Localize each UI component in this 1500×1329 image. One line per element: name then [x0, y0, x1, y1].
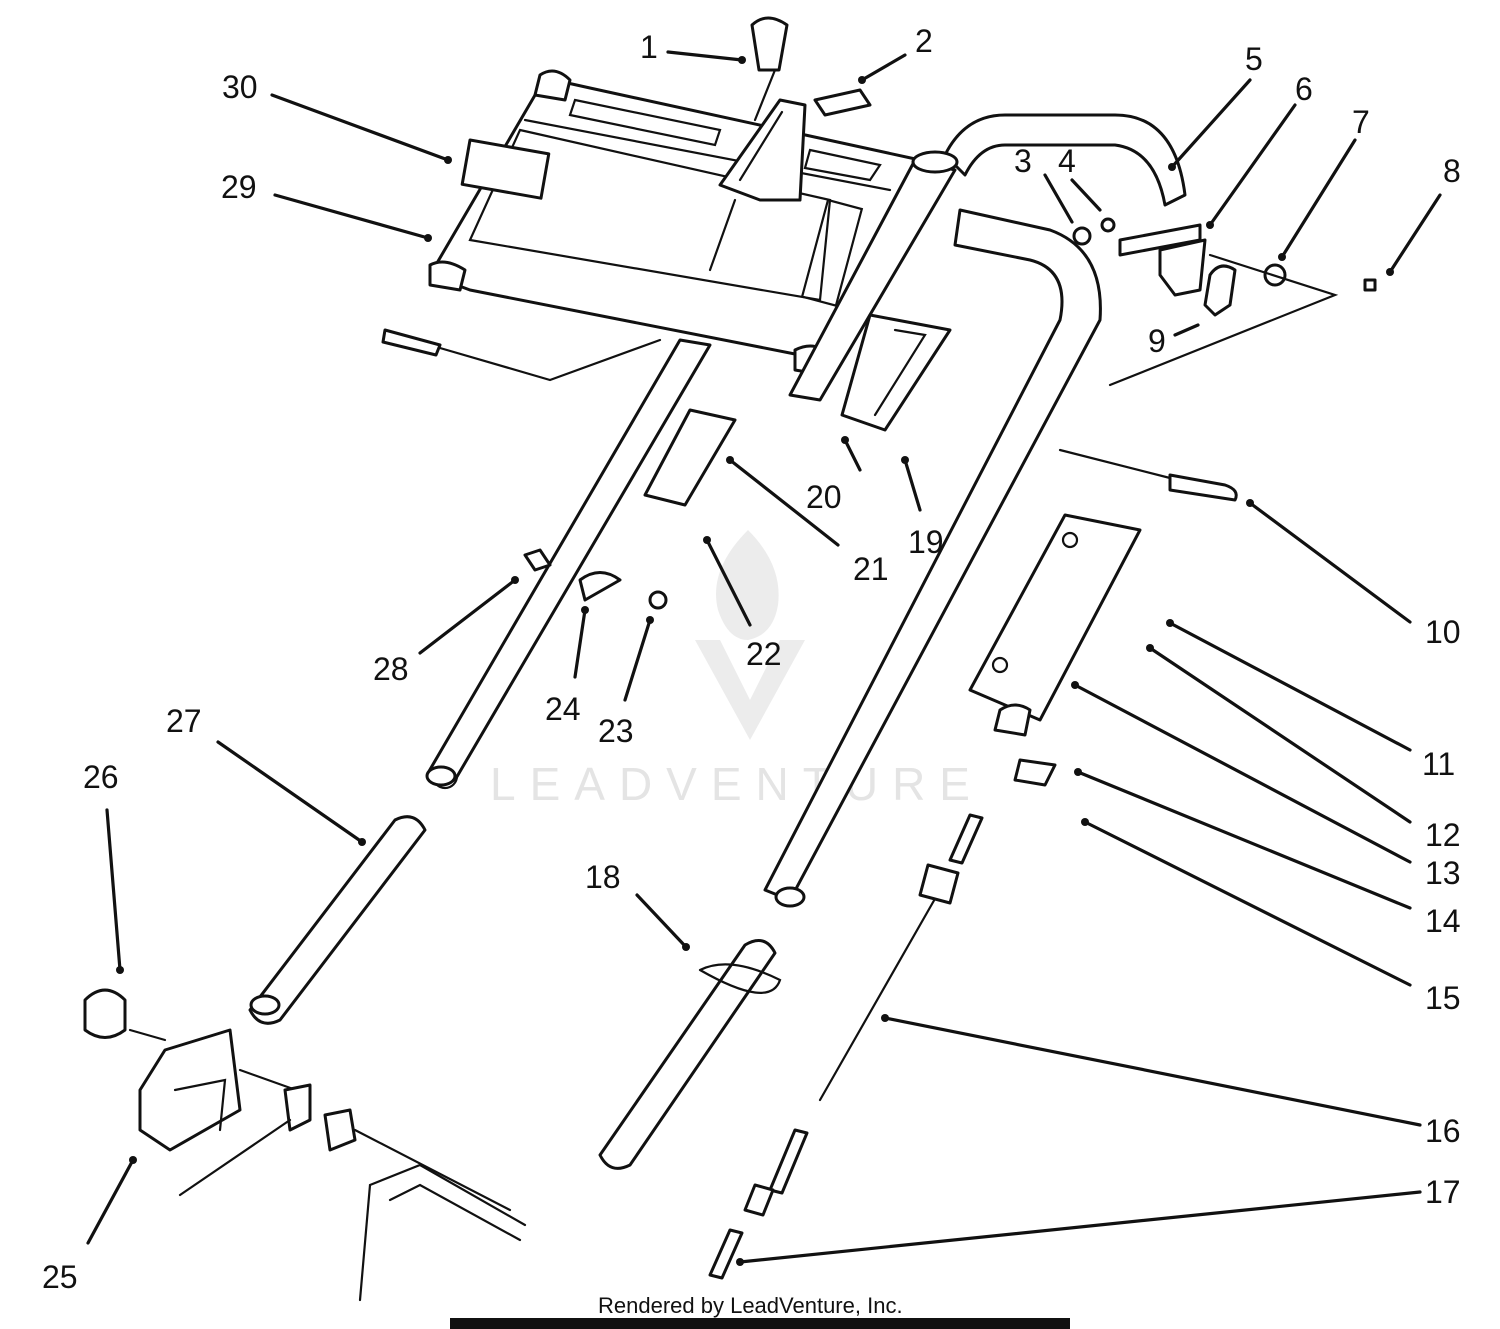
leader-dots	[116, 56, 1394, 1266]
lower-tube-left	[248, 815, 427, 1025]
carriage-bolt	[1168, 473, 1238, 502]
callout-8: 8	[1443, 153, 1461, 189]
callout-1: 1	[640, 29, 658, 65]
callout-14: 14	[1425, 903, 1461, 939]
callout-6: 6	[1295, 71, 1313, 107]
bracket-plate	[840, 313, 952, 432]
callout-5: 5	[1245, 41, 1263, 77]
callout-23: 23	[598, 713, 634, 749]
handle-bracket	[83, 988, 512, 1212]
bolt	[381, 328, 442, 357]
cut-title-bar	[450, 1318, 1070, 1329]
callout-3: 3	[1014, 143, 1032, 179]
lever-bracket	[1072, 217, 1377, 387]
callout-11: 11	[1422, 746, 1455, 782]
leader-lines	[86, 50, 1442, 1264]
callout-13: 13	[1425, 855, 1461, 891]
clip	[578, 571, 622, 602]
control-bracket	[968, 513, 1142, 787]
callout-15: 15	[1425, 980, 1461, 1016]
callout-28: 28	[373, 651, 409, 687]
callout-22: 22	[746, 636, 782, 672]
callout-30: 30	[222, 69, 258, 105]
watermark-logo	[695, 530, 805, 740]
decal	[813, 88, 872, 117]
callout-20: 20	[806, 479, 842, 515]
cable-assembly	[708, 813, 984, 1280]
callout-17: 17	[1425, 1174, 1461, 1210]
callout-21: 21	[853, 551, 889, 587]
callout-16: 16	[1425, 1113, 1461, 1149]
callout-27: 27	[166, 703, 202, 739]
shift-lever	[708, 16, 807, 272]
nut	[523, 548, 552, 572]
callout-26: 26	[83, 759, 119, 795]
watermark-text: LEADVENTURE	[490, 758, 984, 810]
callout-24: 24	[545, 691, 581, 727]
callout-12: 12	[1425, 817, 1461, 853]
locknut	[648, 590, 668, 610]
callout-labels: 1 2 3 4 5 6 7 8 9 10 11 12 13 14 15 16 1…	[42, 23, 1461, 1295]
callout-9: 9	[1148, 323, 1166, 359]
callout-19: 19	[908, 524, 944, 560]
credit-text: Rendered by LeadVenture, Inc.	[598, 1293, 903, 1318]
callout-2: 2	[915, 23, 933, 59]
mount-plate	[643, 408, 737, 507]
callout-10: 10	[1425, 614, 1461, 650]
chassis-fragment	[358, 1163, 527, 1302]
upper-handle	[431, 113, 1187, 902]
callout-7: 7	[1352, 104, 1370, 140]
callout-29: 29	[221, 169, 257, 205]
callout-18: 18	[585, 859, 621, 895]
callout-4: 4	[1058, 143, 1076, 179]
lower-tube-right	[598, 939, 777, 1170]
callout-25: 25	[42, 1259, 78, 1295]
